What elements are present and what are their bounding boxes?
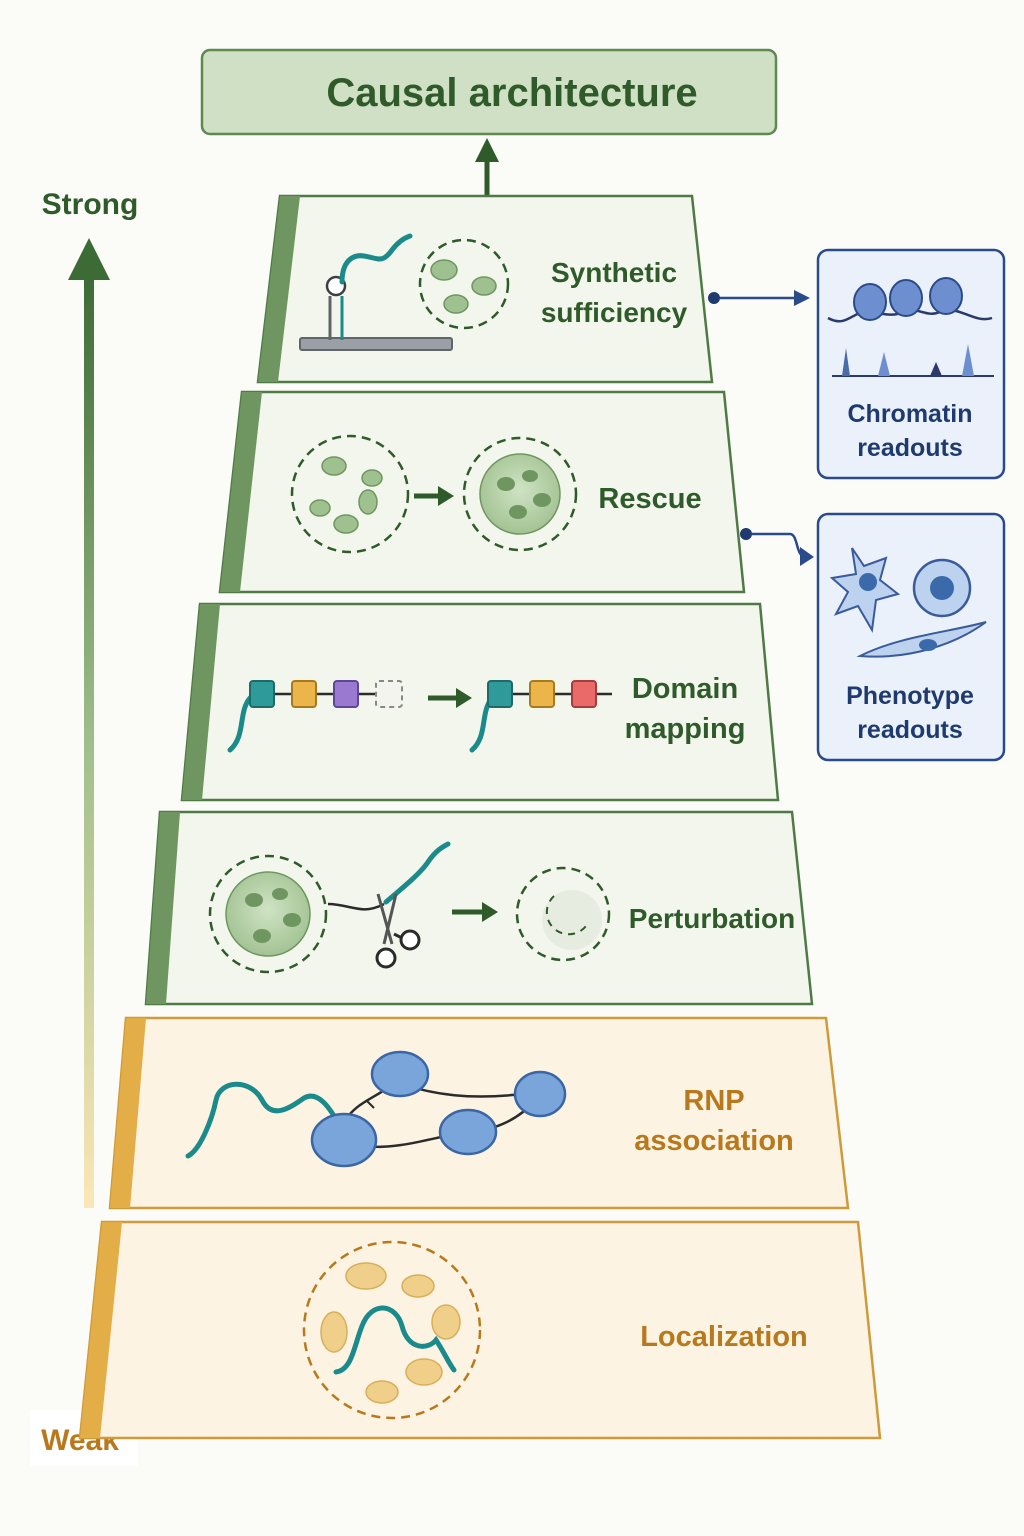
title-box: Causal architecture bbox=[200, 48, 778, 136]
tier-perturbation: Perturbation bbox=[144, 810, 814, 1006]
tier-domain-label-line1: Domain bbox=[632, 673, 738, 705]
axis-arrowhead bbox=[68, 238, 110, 280]
intact-nucleus-icon bbox=[208, 854, 328, 974]
tier-localization-label: Localization bbox=[640, 1321, 808, 1353]
chromatin-connector-arrow bbox=[708, 290, 810, 306]
tier-domain-label-line2: mapping bbox=[625, 713, 746, 745]
chromatin-readouts-label-line1: Chromatin bbox=[848, 400, 973, 428]
disrupted-nucleus-icon bbox=[515, 866, 611, 962]
axis-strong-label: Strong bbox=[42, 188, 139, 221]
rnp-complex-icon bbox=[185, 1050, 567, 1168]
tier-localization: Localization bbox=[78, 1220, 882, 1440]
tier-rnp-label-line1: RNP bbox=[683, 1085, 744, 1117]
axis-shaft bbox=[84, 278, 94, 1208]
tier-synthetic-sufficiency: Synthetic sufficiency bbox=[256, 194, 714, 384]
scissors-icon bbox=[327, 841, 451, 969]
domain-mapping-arrow bbox=[428, 688, 472, 708]
chromatin-readouts-panel: Chromatin readouts bbox=[816, 248, 1006, 480]
rescue-arrow bbox=[414, 486, 454, 506]
scattered-nucleus-icon bbox=[290, 434, 410, 554]
truncated-domain-construct-icon bbox=[469, 680, 612, 753]
tier-rnp-association: RNP association bbox=[108, 1016, 850, 1210]
perturbation-arrow bbox=[452, 902, 498, 922]
tier-synthetic-label-line2: sufficiency bbox=[541, 297, 688, 328]
tier-domain-mapping: Domain mapping bbox=[180, 602, 780, 802]
elongated-cell-icon bbox=[856, 621, 987, 658]
diagram-title: Causal architecture bbox=[326, 71, 697, 115]
tether-construct-icon bbox=[299, 233, 453, 351]
synthetic-nucleus-icon bbox=[418, 238, 510, 330]
tier-perturbation-label: Perturbation bbox=[629, 903, 795, 934]
phenotype-readouts-panel: Phenotype readouts bbox=[816, 512, 1006, 762]
tier-synthetic-label-line1: Synthetic bbox=[551, 257, 677, 288]
title-connector-arrow bbox=[475, 138, 499, 196]
full-domain-construct-icon bbox=[227, 680, 403, 753]
rescued-nucleus-icon bbox=[462, 436, 578, 552]
signal-peaks-icon bbox=[832, 344, 994, 377]
tier-rescue: Rescue bbox=[218, 390, 746, 594]
tier-rnp-label-line2: association bbox=[634, 1125, 794, 1157]
phenotype-readouts-label-line2: readouts bbox=[857, 716, 963, 744]
phenotype-readouts-label-line1: Phenotype bbox=[846, 682, 974, 710]
tier-rescue-label: Rescue bbox=[598, 483, 701, 515]
rna-strand-icon bbox=[333, 1305, 457, 1375]
spiky-cell-icon bbox=[829, 547, 901, 634]
chromatin-readouts-label-line2: readouts bbox=[857, 434, 963, 462]
round-cell-icon bbox=[912, 558, 972, 618]
nucleus-localization-icon bbox=[302, 1240, 482, 1420]
phenotype-connector-arrow bbox=[740, 528, 814, 566]
nucleosome-icon bbox=[827, 277, 993, 323]
